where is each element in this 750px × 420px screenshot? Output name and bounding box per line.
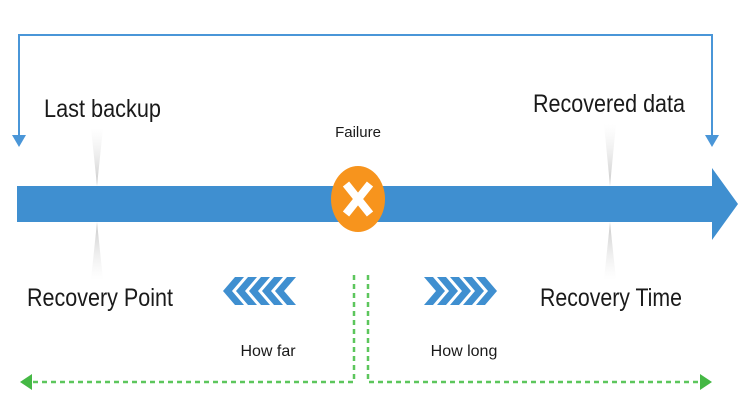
how-long-span-line bbox=[366, 275, 700, 384]
chevron bbox=[223, 277, 244, 305]
chevron bbox=[275, 277, 296, 305]
bracket-right-arrow-icon bbox=[705, 135, 719, 147]
how-far-label: How far bbox=[240, 343, 296, 360]
recovery-time-tick bbox=[604, 222, 616, 280]
chevron bbox=[262, 277, 283, 305]
recovery-span bbox=[28, 275, 700, 384]
recovered-data-label: Recovered data bbox=[533, 90, 685, 118]
recovery-time-label: Recovery Time bbox=[540, 284, 682, 312]
chevron bbox=[476, 277, 497, 305]
how-far-chevrons-left-icon bbox=[223, 277, 296, 305]
recovered-data-tick bbox=[604, 124, 616, 186]
how-far-span-line bbox=[28, 275, 356, 384]
last-backup-tick bbox=[91, 128, 103, 186]
chevron bbox=[463, 277, 484, 305]
failure-label: Failure bbox=[335, 124, 381, 141]
chevron bbox=[236, 277, 257, 305]
chevron bbox=[424, 277, 445, 305]
chevron bbox=[450, 277, 471, 305]
chevron bbox=[249, 277, 270, 305]
backup-to-recovery-bracket bbox=[18, 34, 713, 138]
recovery-point-label: Recovery Point bbox=[27, 284, 173, 312]
span-right-arrow-icon bbox=[700, 374, 712, 390]
how-long-label: How long bbox=[431, 343, 498, 360]
failure-x-circle-icon bbox=[331, 166, 385, 232]
bracket-left-arrow-icon bbox=[12, 135, 26, 147]
chevron bbox=[437, 277, 458, 305]
last-backup-label: Last backup bbox=[44, 95, 161, 123]
how-long-chevrons-right-icon bbox=[424, 277, 497, 305]
span-left-arrow-icon bbox=[20, 374, 32, 390]
recovery-point-tick bbox=[91, 222, 103, 280]
